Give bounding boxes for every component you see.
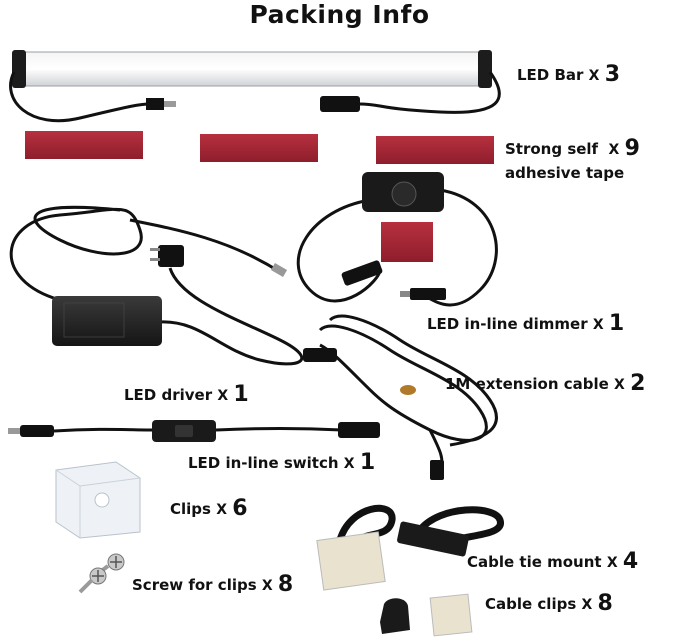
cable-twist-tie: [400, 385, 416, 395]
clip-photo: [55, 461, 141, 539]
label-dimmer: LED in-line dimmer X 1: [427, 311, 625, 336]
label-switch: LED in-line switch X 1: [188, 450, 376, 475]
label-clips: Clips X 6: [170, 496, 248, 521]
label-adhesive-tape-line2: adhesive tape: [505, 164, 625, 182]
label-cable-clips: Cable clips X 8: [485, 591, 613, 616]
label-cable-tie-mount: Cable tie mount X 4: [467, 549, 639, 574]
adhesive-tape-strip: [200, 134, 318, 162]
adhesive-tape-square: [381, 222, 433, 262]
cable-tie-mount-photo: [316, 504, 504, 591]
label-adhesive-tape: Strong self X 9: [505, 136, 640, 161]
extension-plug: [303, 348, 337, 362]
label-led-bar: LED Bar X 3: [517, 62, 621, 87]
dimmer-photo: [296, 172, 498, 307]
label-screws: Screw for clips X 8: [132, 572, 294, 597]
cable-clips-photo: [380, 593, 473, 637]
label-led-driver: LED driver X 1: [124, 382, 249, 407]
page-title: Packing Info: [249, 0, 430, 29]
adhesive-tape-strip: [25, 131, 143, 159]
label-extension-cable: 1M extension cable X 2: [445, 371, 646, 396]
switch-photo: [8, 420, 380, 442]
extension-plug: [430, 460, 444, 480]
led-bar-photo: [9, 50, 501, 123]
screws-photo: [78, 553, 125, 594]
led-driver-photo: [9, 205, 304, 366]
adhesive-tape-strip: [376, 136, 494, 164]
